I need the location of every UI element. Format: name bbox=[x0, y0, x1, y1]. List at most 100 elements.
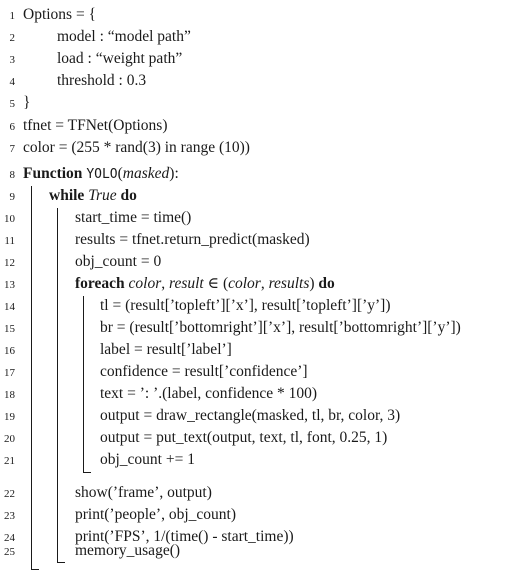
code-line: 17 confidence = result[’confidence’] bbox=[0, 361, 519, 383]
line-number: 12 bbox=[4, 257, 15, 269]
code-line: 15 br = (result[’bottomright’][’x’], res… bbox=[0, 317, 519, 339]
line-number: 10 bbox=[4, 213, 15, 225]
code-text: output = put_text(output, text, tl, font… bbox=[100, 429, 388, 446]
line-number: 13 bbox=[4, 279, 15, 291]
function-param: masked bbox=[122, 165, 170, 182]
line-number: 2 bbox=[9, 32, 16, 44]
code-text: model : “model path” bbox=[57, 28, 191, 45]
code-line: 8 Function YOLO(masked): bbox=[0, 163, 519, 185]
foreach-block-bar bbox=[83, 296, 84, 472]
code-text: confidence = result[’confidence’] bbox=[100, 363, 308, 380]
code-line: 25 memory_usage() bbox=[0, 540, 519, 562]
line-number: 3 bbox=[9, 54, 16, 66]
line-number: 7 bbox=[9, 143, 16, 155]
line-number: 17 bbox=[4, 367, 15, 379]
code-text: output = draw_rectangle(masked, tl, br, … bbox=[100, 407, 401, 424]
keyword-while: while bbox=[49, 187, 85, 204]
loop-var-result: result bbox=[169, 275, 204, 292]
code-line: 1 Options = { bbox=[0, 4, 519, 26]
separator: , bbox=[161, 275, 169, 292]
line-number: 23 bbox=[4, 510, 15, 522]
code-line: 10 start_time = time() bbox=[0, 207, 519, 229]
loop-var-color: color bbox=[128, 275, 162, 292]
line-number: 24 bbox=[4, 532, 15, 544]
code-line: 16 label = result[’label’] bbox=[0, 339, 519, 361]
line-number: 18 bbox=[4, 389, 15, 401]
line-number: 11 bbox=[4, 235, 15, 247]
code-text: tl = (result[’topleft’][’x’], result[’to… bbox=[100, 297, 391, 314]
code-line: 7 color = (255 * rand(3) in range (10)) bbox=[0, 137, 519, 159]
code-text: results = tfnet.return_predict(masked) bbox=[75, 231, 310, 248]
code-text: print(’FPS’, 1/(time() - start_time)) bbox=[75, 528, 294, 545]
code-line: 13 foreach color, result ∈ (color, resul… bbox=[0, 273, 519, 295]
keyword-foreach: foreach bbox=[75, 275, 125, 292]
code-text: label = result[’label’] bbox=[100, 341, 232, 358]
code-line: 18 text = ’: ’.(label, confidence * 100) bbox=[0, 383, 519, 405]
foreach-block-end bbox=[83, 472, 91, 473]
iter-color: color bbox=[228, 275, 261, 292]
line-number: 1 bbox=[9, 10, 16, 22]
line-number: 5 bbox=[9, 98, 16, 110]
line-number: 14 bbox=[4, 301, 15, 313]
line-number: 9 bbox=[9, 191, 16, 203]
separator: , bbox=[260, 275, 269, 292]
keyword-do: do bbox=[120, 187, 137, 204]
code-line: 9 while True do bbox=[0, 185, 519, 207]
element-of: ∈ ( bbox=[203, 275, 229, 292]
code-line: 12 obj_count = 0 bbox=[0, 251, 519, 273]
code-text: color = (255 * rand(3) in range (10)) bbox=[23, 139, 250, 156]
code-line: 5 } bbox=[0, 92, 519, 114]
line-number: 20 bbox=[4, 433, 15, 445]
code-text: load : “weight path” bbox=[57, 50, 183, 67]
function-name: YOLO bbox=[86, 167, 118, 182]
line-number: 16 bbox=[4, 345, 15, 357]
code-line: 21 obj_count += 1 bbox=[0, 449, 519, 471]
code-text: br = (result[’bottomright’][’x’], result… bbox=[100, 319, 461, 336]
code-text: obj_count = 0 bbox=[75, 253, 162, 270]
code-line: 6 tfnet = TFNet(Options) bbox=[0, 115, 519, 137]
line-number: 6 bbox=[9, 121, 16, 133]
line-number: 8 bbox=[9, 169, 16, 181]
code-text: Options = { bbox=[23, 6, 97, 23]
code-line: 11 results = tfnet.return_predict(masked… bbox=[0, 229, 519, 251]
line-number: 19 bbox=[4, 411, 15, 423]
code-line: 22 show(’frame’, output) bbox=[0, 482, 519, 504]
while-condition: True bbox=[88, 187, 117, 204]
line-number: 25 bbox=[4, 546, 15, 558]
code-text: tfnet = TFNet(Options) bbox=[23, 117, 168, 134]
line-number: 4 bbox=[9, 76, 16, 88]
while-block-bar bbox=[57, 208, 58, 562]
code-line: 14 tl = (result[’topleft’][’x’], result[… bbox=[0, 295, 519, 317]
while-header: while True do bbox=[49, 185, 137, 207]
code-text: } bbox=[23, 94, 31, 111]
code-line: 20 output = put_text(output, text, tl, f… bbox=[0, 427, 519, 449]
line-number: 21 bbox=[4, 455, 15, 467]
code-text: obj_count += 1 bbox=[100, 451, 195, 468]
close-paren: ) bbox=[309, 275, 319, 292]
code-text: show(’frame’, output) bbox=[75, 484, 212, 501]
keyword-do: do bbox=[318, 275, 335, 292]
code-line: 3 load : “weight path” bbox=[0, 48, 519, 70]
code-line: 2 model : “model path” bbox=[0, 26, 519, 48]
line-number: 22 bbox=[4, 488, 15, 500]
code-text: memory_usage() bbox=[75, 542, 181, 559]
function-signature: Function YOLO(masked): bbox=[23, 163, 179, 186]
iter-results: results bbox=[268, 275, 310, 292]
code-line: 4 threshold : 0.3 bbox=[0, 70, 519, 92]
close-paren: ): bbox=[169, 165, 179, 182]
code-line: 24 print(’FPS’, 1/(time() - start_time)) bbox=[0, 526, 519, 548]
function-block-bar bbox=[31, 186, 32, 569]
open-paren: ( bbox=[117, 165, 123, 182]
code-line: 19 output = draw_rectangle(masked, tl, b… bbox=[0, 405, 519, 427]
function-block-end bbox=[31, 569, 39, 570]
foreach-header: foreach color, result ∈ (color, results)… bbox=[75, 273, 335, 295]
line-number: 15 bbox=[4, 323, 15, 335]
while-block-end bbox=[57, 562, 65, 563]
code-text: print(’people’, obj_count) bbox=[75, 506, 236, 523]
code-text: threshold : 0.3 bbox=[57, 72, 147, 89]
keyword-function: Function bbox=[23, 165, 83, 182]
code-text: text = ’: ’.(label, confidence * 100) bbox=[100, 385, 318, 402]
code-line: 23 print(’people’, obj_count) bbox=[0, 504, 519, 526]
code-text: start_time = time() bbox=[75, 209, 192, 226]
